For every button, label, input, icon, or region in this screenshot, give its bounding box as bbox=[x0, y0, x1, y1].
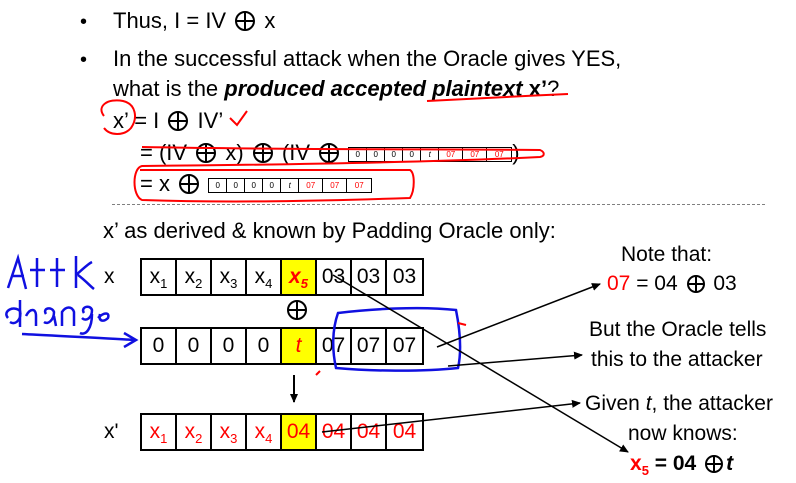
bullet-dot: • bbox=[80, 11, 88, 33]
note-1-formula: 07 = 04 03 bbox=[607, 271, 737, 296]
byte-cell: 04 bbox=[317, 415, 352, 449]
note-1-end: 03 bbox=[713, 272, 737, 295]
xor-icon bbox=[196, 143, 217, 163]
byte-cell: 0 bbox=[142, 329, 177, 363]
bullet-1-text: Thus, I = IV x bbox=[113, 8, 275, 34]
bullet-2-line1: In the successful attack when the Oracle… bbox=[113, 46, 622, 71]
note-3-line-2: now knows: bbox=[628, 422, 738, 445]
hand-check bbox=[229, 110, 248, 127]
arrow-04-to-note-3 bbox=[321, 399, 581, 433]
note-1-mid: = 04 bbox=[636, 272, 678, 295]
byte-cell: 0 bbox=[247, 329, 282, 363]
hand-loop bbox=[133, 146, 545, 203]
derivation-iv-prime: IV’ bbox=[197, 108, 224, 133]
handwriting-change bbox=[5, 300, 110, 335]
byte-cell: x1 bbox=[142, 415, 177, 449]
row-xprime-label: x' bbox=[104, 420, 119, 443]
arrow-to-note-2 bbox=[447, 351, 583, 367]
bullet-1-suffix: x bbox=[264, 8, 276, 33]
note-3-formula: x5 = 04 t bbox=[630, 452, 734, 479]
byte-cell: 03 bbox=[392, 265, 417, 288]
byte-cell-04-highlight: 04 bbox=[282, 415, 317, 449]
byte-cell-x5: x5 bbox=[282, 260, 317, 294]
note-3-line-1: Given t, the attacker bbox=[585, 392, 773, 415]
derivation-eq-i: = I bbox=[134, 108, 160, 133]
hand-arrow bbox=[21, 332, 135, 342]
xor-icon bbox=[252, 143, 273, 163]
xor-icon bbox=[319, 143, 340, 163]
bullet-2-pre: what is the bbox=[113, 76, 225, 101]
byte-cell: x3 bbox=[212, 260, 247, 294]
derivation-eq-x: = x bbox=[140, 171, 170, 196]
note-1-title: Note that: bbox=[621, 243, 713, 266]
byte-cell-t: t bbox=[282, 329, 317, 363]
row-x: x1 x2 x3 x4 x5 03 03 03 bbox=[140, 258, 424, 296]
derivation-x-close: x) bbox=[225, 140, 244, 165]
section-title: x’ as derived & known by Padding Oracle … bbox=[103, 218, 556, 243]
xor-icon bbox=[686, 275, 705, 293]
row-x-label: x bbox=[104, 265, 115, 288]
note-2-line-2: this to the attacker bbox=[591, 348, 763, 371]
arrow-to-note-1 bbox=[436, 283, 601, 348]
derivation-line-1: x’ = I IV’ bbox=[113, 108, 223, 134]
derivation-iv-open: = (IV bbox=[140, 140, 188, 165]
bullet-1-prefix: Thus, I = IV bbox=[113, 8, 227, 33]
note-1-red: 07 bbox=[607, 272, 631, 295]
bullet-dot: • bbox=[80, 49, 88, 71]
byte-cell: 0 bbox=[177, 329, 212, 363]
bullet-2-line2: what is the produced accepted plaintext … bbox=[113, 76, 559, 102]
arrow-x5-to-note-3 bbox=[332, 274, 629, 453]
byte-cell: x2 bbox=[177, 415, 212, 449]
byte-cell: x3 bbox=[212, 415, 247, 449]
bullet-1: • bbox=[80, 8, 87, 35]
derivation-iv-open-2: (IV bbox=[281, 140, 311, 165]
note-2-line-1: But the Oracle tells bbox=[589, 318, 767, 341]
byte-cell: x4 bbox=[247, 415, 282, 449]
handwriting-attk bbox=[6, 253, 95, 290]
hand-circle-xprime bbox=[100, 99, 136, 135]
byte-cell: x2 bbox=[177, 260, 212, 294]
derivation-close-paren: ) bbox=[512, 140, 520, 165]
byte-cell: 03 bbox=[317, 260, 352, 294]
byte-cell: 03 bbox=[352, 260, 387, 294]
byte-cell: 04 bbox=[392, 420, 417, 443]
xor-icon bbox=[287, 300, 307, 322]
derivation-var: x’ bbox=[113, 108, 129, 133]
row-xprime: x1 x2 x3 x4 04 04 04 04 bbox=[140, 413, 424, 451]
dashed-separator bbox=[112, 204, 765, 205]
xor-icon bbox=[168, 111, 189, 131]
hand-underline bbox=[426, 93, 569, 102]
bullet-2-emphasis: produced accepted plaintext bbox=[224, 76, 523, 101]
hand-box bbox=[332, 306, 462, 372]
byte-cell: 0 bbox=[212, 329, 247, 363]
byte-cell: x1 bbox=[142, 260, 177, 294]
bullet-2: • bbox=[80, 46, 87, 73]
byte-cell: x4 bbox=[247, 260, 282, 294]
xor-icon bbox=[235, 11, 256, 31]
xor-icon bbox=[705, 455, 724, 473]
byte-cell: 07 bbox=[392, 334, 417, 357]
xor-icon bbox=[179, 174, 200, 194]
byte-cell: 07 bbox=[352, 329, 387, 363]
